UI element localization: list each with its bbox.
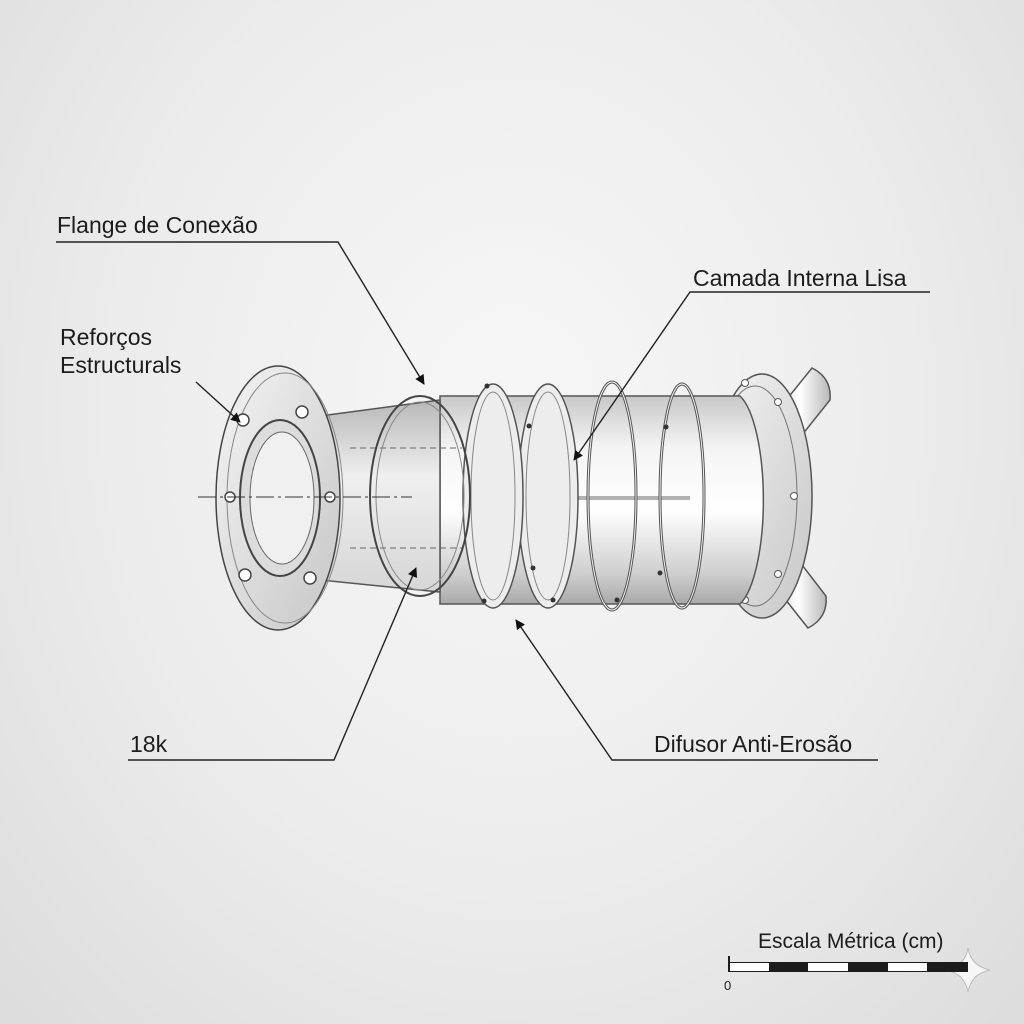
reinforcements-label-line2: Estructurals	[60, 352, 182, 378]
leader-reinforcements	[195, 381, 241, 423]
scale-zero-label: 0	[724, 978, 732, 993]
reinforcements-label: Reforços Estructurals	[60, 323, 181, 379]
leader-diffuser	[515, 619, 878, 761]
scale-title: Escala Métrica (cm)	[758, 930, 944, 953]
front-flange	[215, 365, 344, 631]
reinforcement-rings	[462, 380, 706, 612]
inner-layer-label: Camada Interna Lisa	[693, 265, 907, 291]
leader-flange	[56, 241, 425, 385]
leader-lines	[56, 241, 930, 761]
size-code-label: 18k	[130, 731, 168, 757]
leader-size	[128, 567, 418, 761]
reinforcements-label-line1: Reforços	[60, 324, 153, 350]
leader-inner-layer	[573, 291, 930, 461]
scale-bar	[728, 962, 968, 972]
cutaway-tube	[319, 395, 471, 597]
flange-label: Flange de Conexão	[57, 212, 258, 238]
scale-tick-start	[728, 956, 730, 972]
diffuser-label: Difusor Anti-Erosão	[654, 731, 853, 757]
